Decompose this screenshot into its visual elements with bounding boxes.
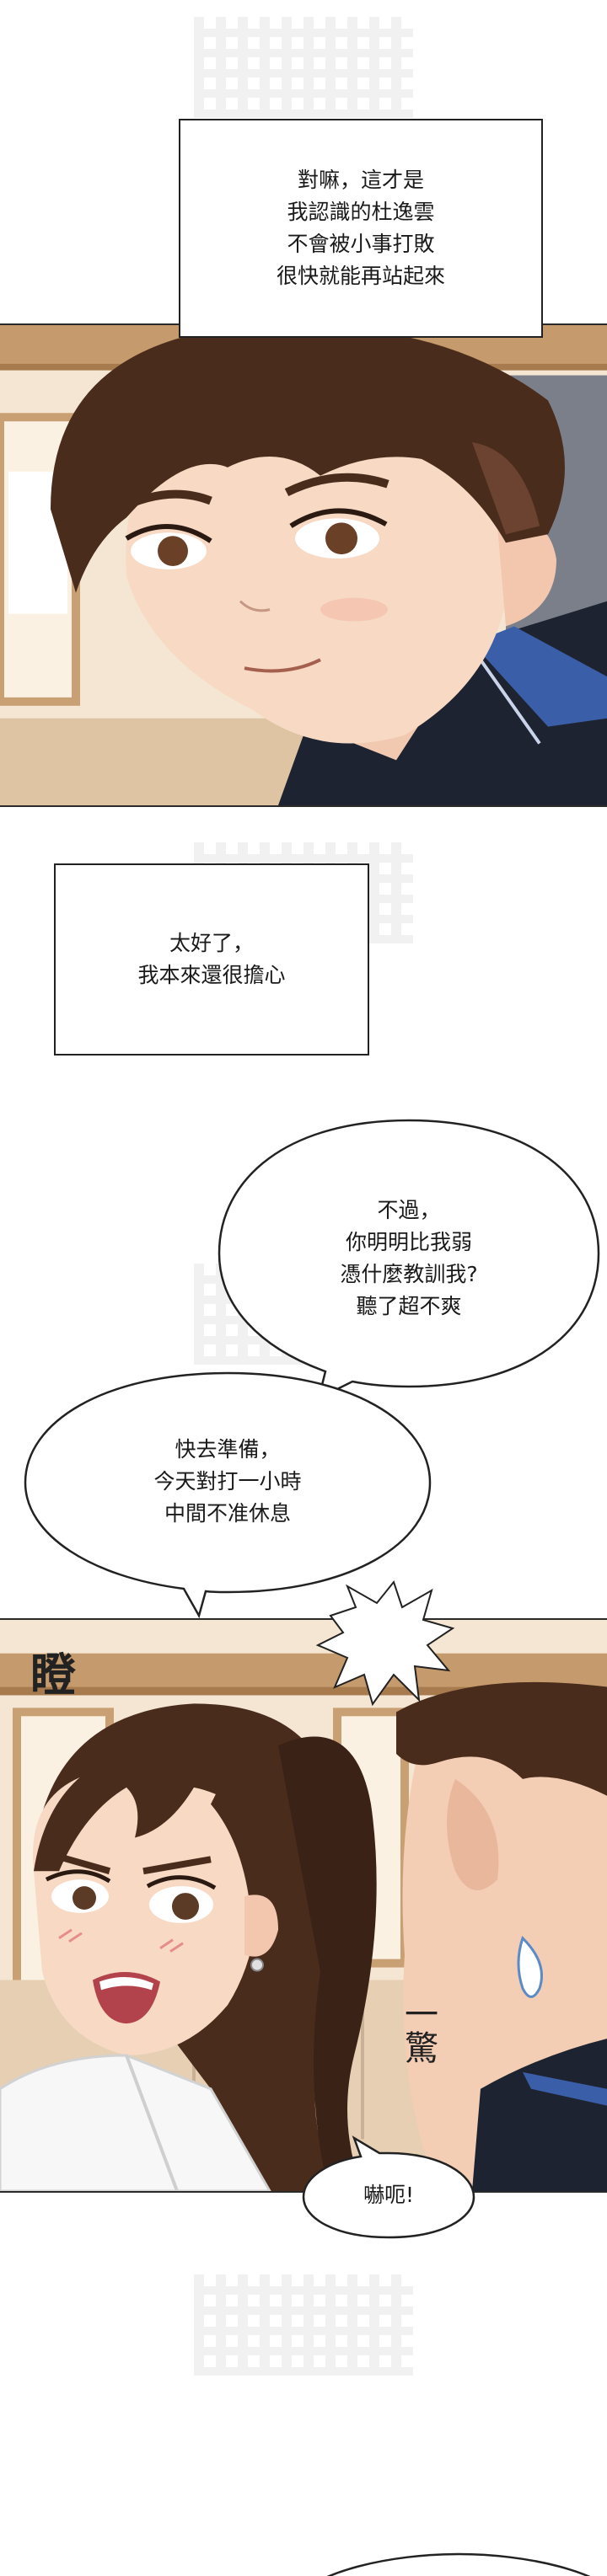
bubble-line: 聽了超不爽	[356, 1294, 462, 1318]
bubble-shape	[302, 2135, 475, 2239]
bubble-line: 中間不准休息	[164, 1501, 291, 1526]
speech-bubble-right: 不過， 你明明比我弱 憑什麼教訓我? 聽了超不爽	[218, 1119, 600, 1401]
burst-shape	[314, 1579, 457, 1708]
watermark-pattern	[194, 17, 413, 118]
bubble-line: 你明明比我弱	[345, 1230, 472, 1254]
bubble-shape	[326, 2552, 591, 2576]
caption-line: 不會被小事打敗	[287, 232, 435, 256]
speech-bubble-small: 嚇呃!	[302, 2135, 475, 2239]
panel-art	[0, 325, 607, 805]
bubble-shape	[24, 1371, 432, 1619]
narration-box-top: 對嘛，這才是 我認識的杜逸雲 不會被小事打敗 很快就能再站起來	[179, 119, 543, 338]
speech-bubble-left: 快去準備， 今天對打一小時 中間不准休息	[24, 1371, 432, 1619]
sfx-startle-text: 一驚	[399, 1996, 438, 2064]
caption-line: 很快就能再站起來	[276, 264, 445, 288]
panel-girl-glaring	[0, 1618, 607, 2193]
speech-bubble-partial	[290, 2552, 607, 2576]
caption-line: 太好了，	[169, 931, 254, 955]
bubble-line: 快去準備，	[175, 1437, 281, 1462]
sfx-startle: 一驚	[386, 1996, 438, 2064]
narration-box-middle: 太好了， 我本來還很擔心	[54, 863, 369, 1056]
bubble-line: 今天對打一小時	[153, 1469, 302, 1494]
bubble-shape	[218, 1119, 600, 1401]
caption-line: 我本來還很擔心	[137, 963, 286, 987]
burst-outline	[315, 1579, 455, 1707]
bubble-line: 不過，	[377, 1198, 441, 1222]
bubble-line: 憑什麼教訓我?	[340, 1262, 478, 1286]
sfx-glare: 瞪	[30, 1648, 76, 1702]
watermark-pattern	[194, 2274, 413, 2376]
panel-man-smiling	[0, 323, 607, 807]
bubble-line: 嚇呃!	[363, 2183, 415, 2207]
caption-line: 我認識的杜逸雲	[287, 200, 435, 224]
caption-line: 對嘛，這才是	[297, 168, 424, 192]
panel-art	[0, 1620, 607, 2191]
